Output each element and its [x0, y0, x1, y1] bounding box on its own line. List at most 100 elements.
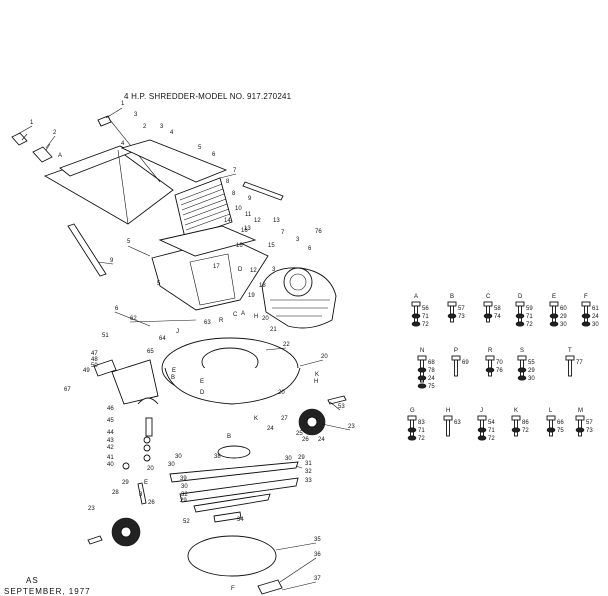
mower-deck: [93, 337, 301, 405]
hardware-part-number: 73: [586, 428, 593, 434]
hardware-part-number: 59: [526, 306, 533, 312]
callout-36: 36: [314, 552, 321, 558]
callout-13: 13: [244, 226, 251, 232]
callout-22: 22: [283, 342, 290, 348]
washer-nut: [517, 375, 527, 381]
washer-nut: [517, 367, 527, 373]
washer-nut: [581, 313, 591, 319]
callout-67: 67: [64, 387, 71, 393]
bolt-head: [511, 415, 521, 421]
hardware-part-number: 68: [428, 360, 435, 366]
callout-32: 32: [305, 469, 312, 475]
callout-8: 8: [232, 191, 236, 197]
callout-6: 6: [212, 152, 216, 158]
hardware-part-number: 71: [488, 428, 495, 434]
bolt-head: [411, 301, 421, 307]
callout-41: 41: [107, 455, 114, 461]
bolt-shank: [446, 419, 450, 437]
hardware-part-number: 86: [522, 420, 529, 426]
callout-R: R: [219, 318, 224, 324]
washer-nut: [515, 313, 525, 319]
callout-12: 12: [250, 268, 257, 274]
hardware-part-number: 78: [428, 368, 435, 374]
callout-64: 64: [159, 336, 166, 342]
callout-62: 62: [130, 316, 137, 322]
washer-nut: [581, 321, 591, 327]
washer-nut: [417, 383, 427, 389]
callout-34: 34: [237, 517, 244, 523]
bolt-shank: [454, 359, 458, 377]
callout-50: 50: [91, 363, 98, 369]
wheels: [87, 408, 326, 547]
hardware-letter: C: [486, 294, 491, 300]
callout-51: 51: [102, 333, 109, 339]
callout-8: 8: [139, 492, 143, 498]
washer-nut: [549, 313, 559, 319]
callout-48: 48: [91, 357, 98, 363]
hardware-part-number: 75: [428, 384, 435, 390]
hardware-letter: B: [450, 294, 454, 300]
hardware-part-number: 29: [528, 368, 535, 374]
callout-6: 6: [308, 246, 312, 252]
callout-17: 17: [213, 264, 220, 270]
blade-assembly: [169, 445, 299, 595]
hardware-letter: E: [552, 294, 556, 300]
callout-20: 20: [321, 354, 328, 360]
callout-23: 23: [348, 424, 355, 430]
bolt-head: [477, 415, 487, 421]
washer-nut: [411, 321, 421, 327]
callout-9: 9: [110, 258, 114, 264]
hardware-part-number: 72: [526, 322, 533, 328]
diagram-title: 4 H.P. SHREDDER-MODEL NO. 917.270241: [124, 92, 292, 101]
hardware-part-number: 60: [560, 306, 567, 312]
callout-11: 11: [245, 212, 252, 218]
washer-nut: [515, 321, 525, 327]
callout-H: H: [314, 379, 318, 385]
callout-32: 32: [181, 492, 188, 498]
callout-24: 24: [267, 426, 274, 432]
bolt-head: [483, 301, 493, 307]
callout-19: 19: [248, 293, 255, 299]
callout-20: 20: [278, 390, 285, 396]
hardware-part-number: 66: [557, 420, 564, 426]
callout-6: 6: [115, 306, 119, 312]
hopper-frame: [67, 139, 284, 277]
callout-31: 31: [305, 461, 312, 467]
callout-47: 47: [91, 351, 98, 357]
callout-65: 65: [147, 349, 154, 355]
callout-B: B: [227, 434, 231, 440]
hardware-part-number: 76: [496, 368, 503, 374]
callout-76: 76: [315, 229, 322, 235]
hardware-part-number: 55: [528, 360, 535, 366]
footer-date: SEPTEMBER, 1977: [4, 587, 91, 596]
hardware-part-number: 24: [592, 314, 599, 320]
callout-30: 30: [168, 462, 175, 468]
callout-4: 4: [121, 141, 125, 147]
washer-nut: [477, 427, 487, 433]
callout-27: 27: [281, 416, 288, 422]
washer-nut: [407, 435, 417, 441]
callout-4: 4: [170, 130, 174, 136]
hardware-part-number: 54: [488, 420, 495, 426]
hardware-part-number: 58: [494, 306, 501, 312]
hardware-part-number: 72: [522, 428, 529, 434]
callout-21: 21: [270, 327, 277, 333]
hardware-part-number: 57: [458, 306, 465, 312]
callout-43: 43: [107, 438, 114, 444]
callout-33: 33: [305, 478, 312, 484]
callout-3: 3: [272, 267, 276, 273]
callout-D: D: [200, 390, 205, 396]
callout-8: 8: [226, 179, 230, 185]
shredder-housing: [151, 225, 269, 311]
callout-24: 24: [318, 437, 325, 443]
hardware-part-number: 77: [576, 360, 583, 366]
